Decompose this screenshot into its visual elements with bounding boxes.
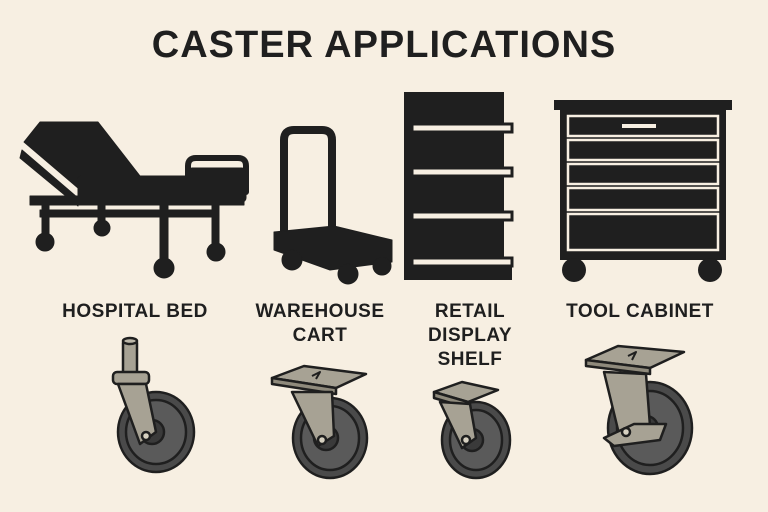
plate-rigid-caster-icon bbox=[432, 380, 512, 480]
page-title: CASTER APPLICATIONS bbox=[151, 24, 617, 66]
label-line: CART bbox=[292, 325, 348, 346]
label-line: DISPLAY bbox=[427, 325, 513, 346]
label-retail-display-shelf: RETAIL DISPLAY SHELF bbox=[410, 300, 530, 372]
hospital-bed-icon bbox=[19, 121, 249, 279]
retail-display-shelf-icon bbox=[404, 92, 514, 280]
label-line: SHELF bbox=[437, 349, 503, 370]
label-line: TOOL CABINET bbox=[566, 301, 714, 322]
label-tool-cabinet: TOOL CABINET bbox=[550, 300, 730, 324]
label-line: HOSPITAL BED bbox=[62, 301, 208, 322]
plate-swivel-caster-icon bbox=[270, 364, 369, 480]
label-warehouse-cart: WAREHOUSE CART bbox=[240, 300, 400, 348]
tool-cabinet-icon bbox=[554, 100, 732, 282]
label-line: RETAIL bbox=[434, 301, 506, 322]
locking-plate-caster-icon bbox=[584, 344, 694, 476]
label-hospital-bed: HOSPITAL BED bbox=[50, 300, 220, 324]
warehouse-cart-icon bbox=[273, 126, 393, 285]
label-line: WAREHOUSE bbox=[255, 301, 385, 322]
swivel-stem-caster-icon bbox=[111, 336, 196, 474]
